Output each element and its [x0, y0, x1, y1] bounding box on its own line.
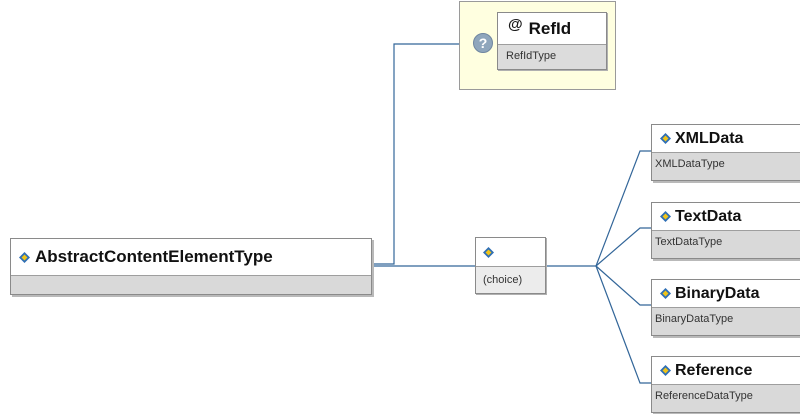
xmldata-element-box[interactable]: XMLData XMLDataType: [651, 124, 800, 181]
binarydata-element-header: BinaryData: [652, 280, 800, 308]
root-to-attributes-connector: [372, 43, 459, 265]
help-icon[interactable]: ?: [473, 33, 493, 53]
refid-attribute-type: RefIdType: [498, 45, 606, 69]
element-diamond-icon: [660, 365, 671, 376]
refid-attribute-name: RefId: [528, 18, 572, 38]
reference-element-name: Reference: [675, 361, 753, 379]
xmldata-element-header: XMLData: [652, 125, 800, 153]
reference-element-header: Reference: [652, 357, 800, 385]
root-element-name: AbstractContentElementType: [35, 247, 273, 266]
xmldata-element-type: XMLDataType: [652, 153, 800, 180]
textdata-element-box[interactable]: TextData TextDataType: [651, 202, 800, 259]
refid-attribute-box[interactable]: @ RefId RefIdType: [497, 12, 607, 70]
element-diamond-icon: [19, 251, 30, 263]
binarydata-element-name: BinaryData: [675, 284, 760, 302]
choice-compositor-box[interactable]: (choice): [475, 237, 546, 294]
binarydata-element-box[interactable]: BinaryData BinaryDataType: [651, 279, 800, 336]
xmldata-element-name: XMLData: [675, 129, 744, 147]
split-to-xmldata-connector: [595, 150, 651, 267]
element-diamond-icon: [660, 288, 671, 299]
choice-compositor-header: [476, 238, 545, 267]
root-element-box[interactable]: AbstractContentElementType: [10, 238, 372, 295]
textdata-element-type: TextDataType: [652, 231, 800, 258]
root-element-type: [11, 276, 371, 294]
choice-label: (choice): [476, 267, 545, 293]
textdata-element-header: TextData: [652, 203, 800, 231]
choice-diamond-icon: [483, 246, 494, 258]
root-element-header: AbstractContentElementType: [11, 239, 371, 276]
textdata-element-name: TextData: [675, 207, 742, 225]
refid-attribute-header: @ RefId: [498, 13, 606, 45]
split-to-binarydata-connector: [595, 265, 651, 306]
element-diamond-icon: [660, 211, 671, 222]
split-to-textdata-connector: [595, 227, 651, 267]
element-diamond-icon: [660, 133, 671, 144]
reference-element-type: ReferenceDataType: [652, 385, 800, 412]
reference-element-box[interactable]: Reference ReferenceDataType: [651, 356, 800, 413]
attribute-at-icon: @: [508, 16, 523, 33]
binarydata-element-type: BinaryDataType: [652, 308, 800, 335]
split-to-reference-connector: [595, 265, 651, 384]
